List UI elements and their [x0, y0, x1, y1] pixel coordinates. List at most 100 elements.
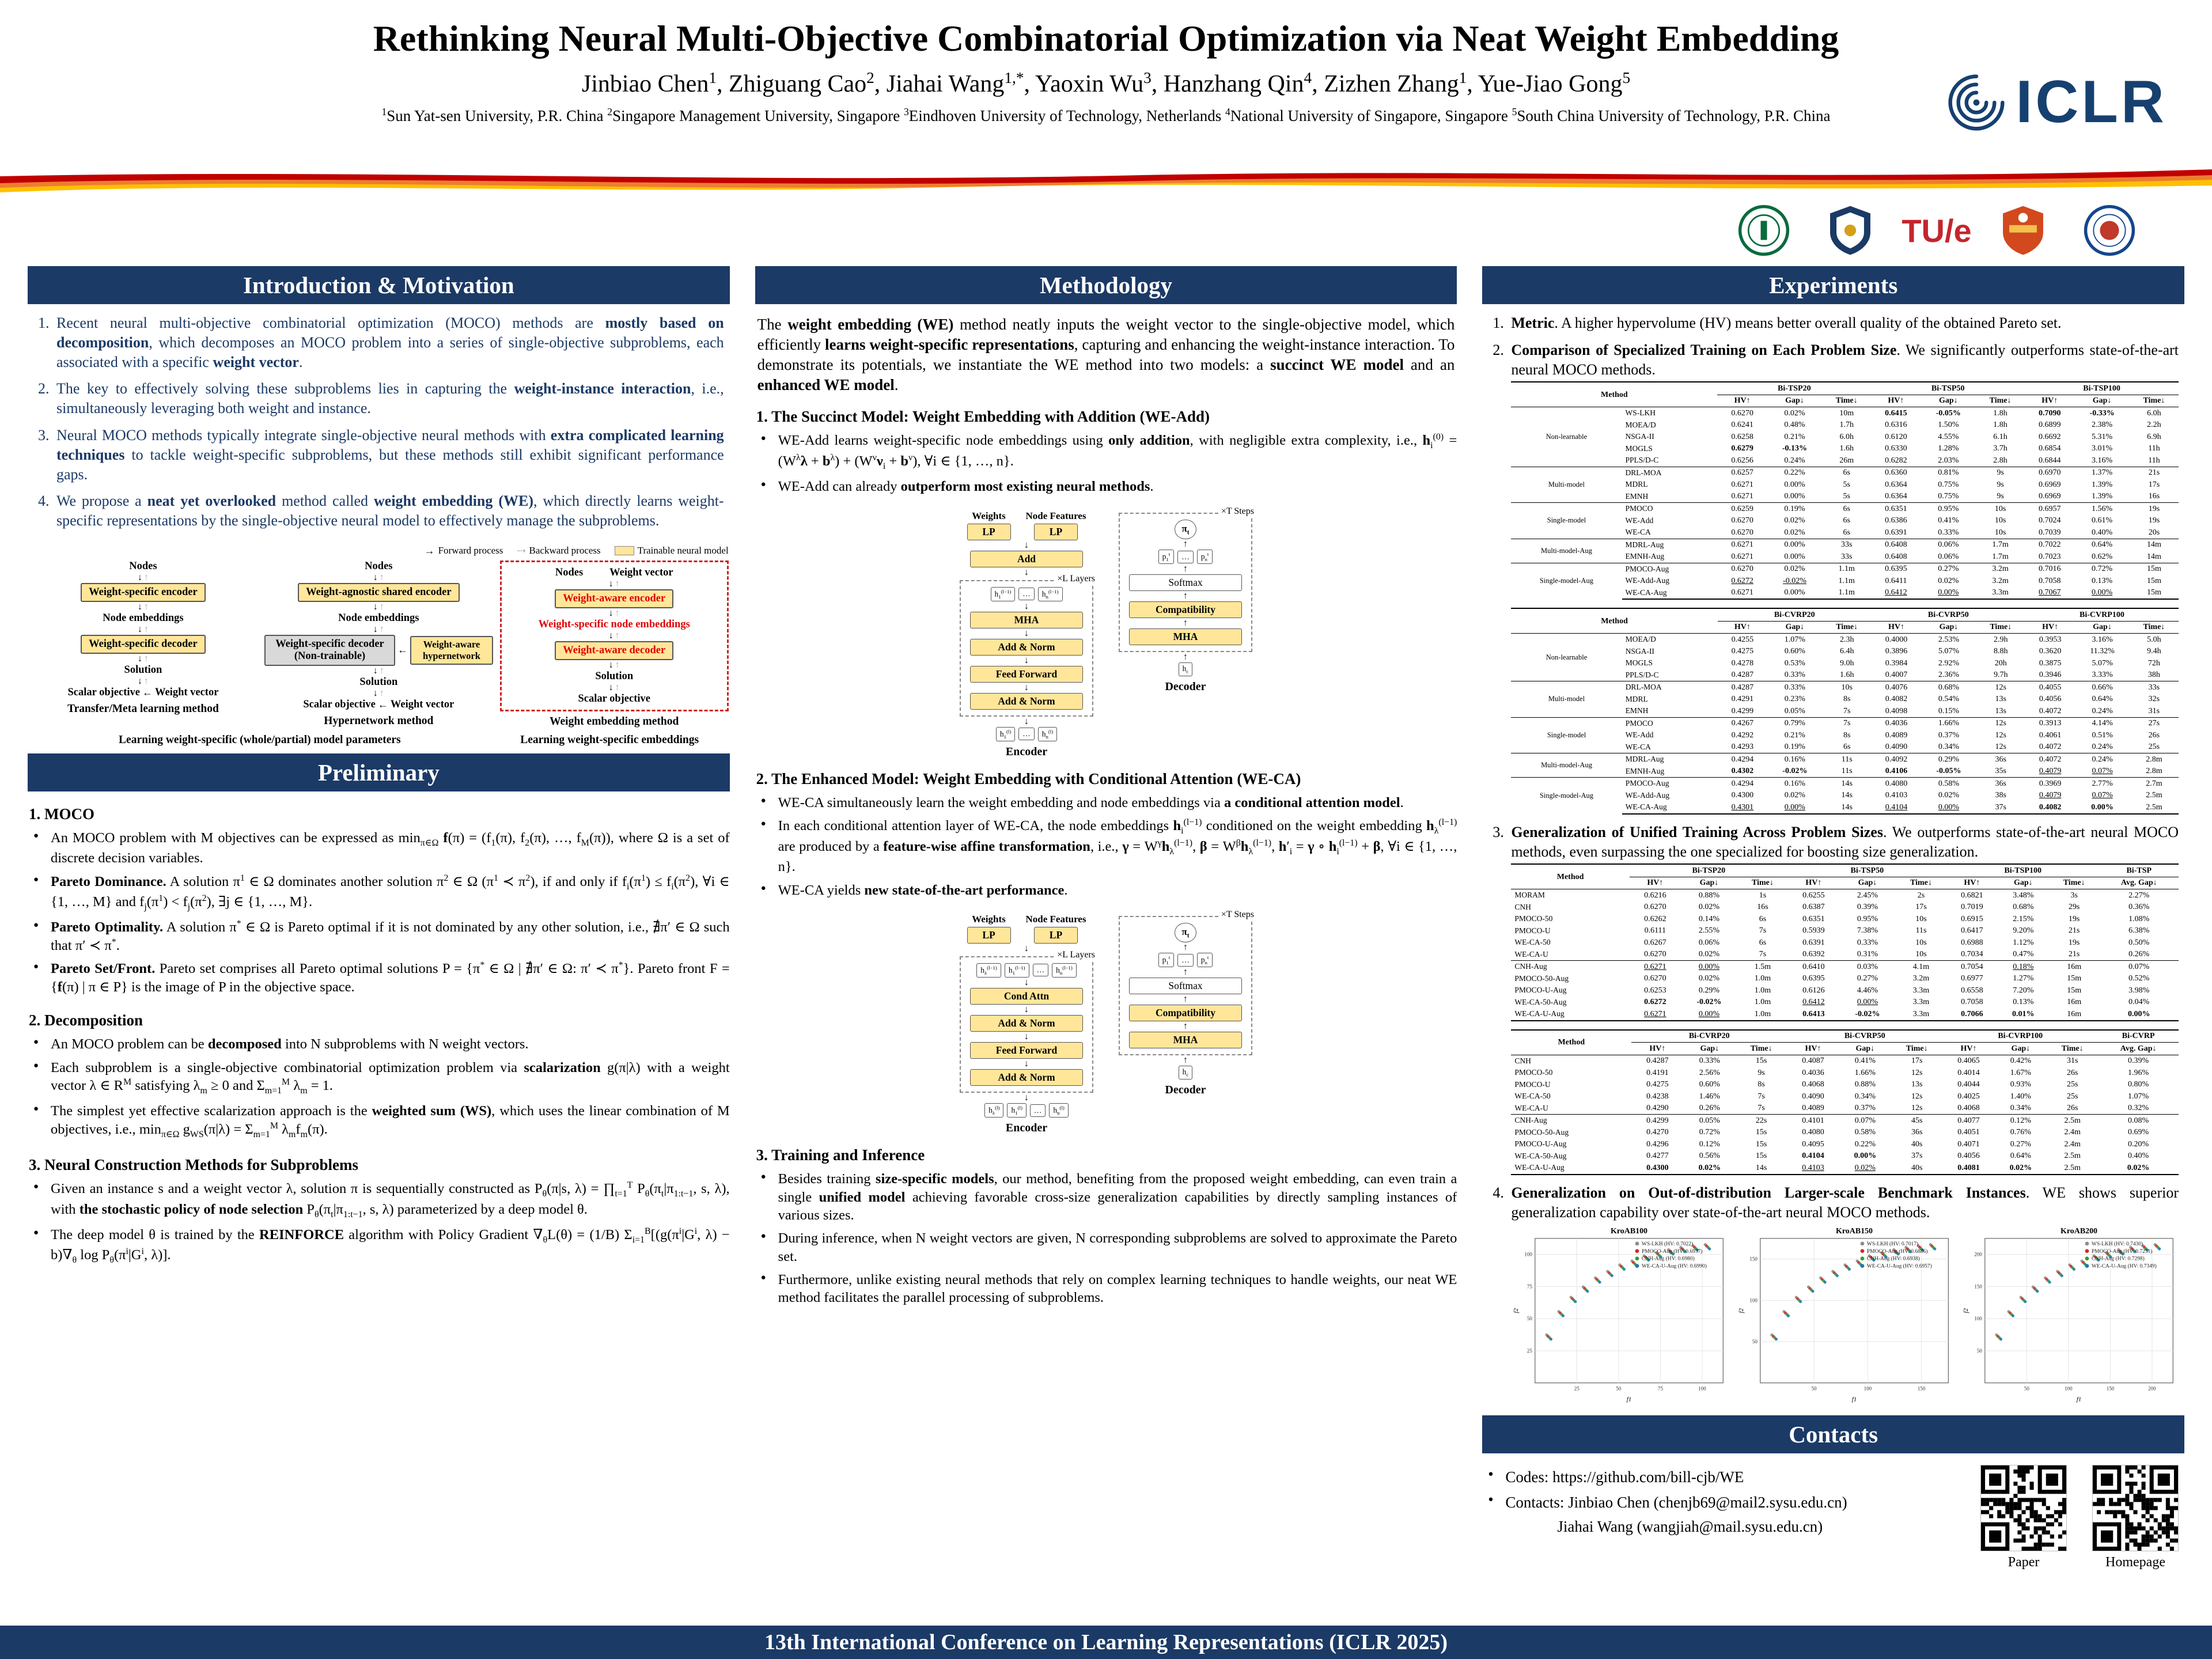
value-cell: 2.8m: [2129, 753, 2179, 766]
section-header-methodology: Methodology: [755, 266, 1457, 304]
bullet: In each conditional attention layer of W…: [755, 817, 1457, 876]
value-cell: 16s: [2148, 492, 2160, 501]
value-cell: 0.4051: [1957, 1128, 1980, 1137]
value-cell: 8s: [1843, 695, 1851, 704]
arrow-icon: ↑: [1183, 942, 1188, 953]
specialized-text: Comparison of Specialized Training on Ea…: [1511, 341, 2179, 378]
value-cell: 0.6364: [1885, 492, 1907, 501]
sub-column-header: Gap↓: [2074, 395, 2130, 408]
objective-label: Scalar objective: [67, 686, 140, 698]
bullet: The simplest yet effective scalarization…: [28, 1102, 730, 1141]
sub-column-header: Time↓: [1976, 621, 2025, 634]
decomposition-bullets: An MOCO problem can be decomposed into N…: [28, 1035, 730, 1146]
value-cell: 2.77%: [2075, 777, 2130, 790]
arch-block: Softmax: [1129, 574, 1242, 592]
value-cell: 0.6854: [2039, 444, 2061, 453]
value-cell: 3.3m: [1896, 1008, 1946, 1021]
embedding-box: h1(l−1): [1004, 963, 1029, 978]
value-cell: 1.67%: [2010, 1068, 2031, 1077]
homepage-qr-label: Homepage: [2105, 1555, 2165, 1570]
value-cell: 0.05%: [1784, 706, 1805, 715]
svg-text:100: 100: [1699, 1385, 1707, 1391]
value-cell: 0.29%: [1698, 986, 1720, 995]
bullet: Furthermore, unlike existing neural meth…: [755, 1271, 1457, 1307]
sub-column-header: Gap↓: [1767, 395, 1823, 408]
value-cell: 0.68%: [2013, 903, 2034, 912]
tue-logo: TU/e: [1902, 212, 1972, 249]
value-cell: 0.23%: [1784, 695, 1805, 704]
scut-seal-logo: [2082, 204, 2137, 257]
encoder-box: Weight-aware encoder: [555, 589, 674, 608]
value-cell: 0.02%: [1839, 1162, 1892, 1175]
value-cell: 2.7m: [2129, 777, 2179, 790]
value-cell: 0.6413: [1787, 1008, 1839, 1021]
transfer-meta-method: Nodes ↓↑ Weight-specific encoder ↓↑ Node…: [29, 560, 257, 728]
value-cell: 4.46%: [1857, 986, 1878, 995]
value-cell: 1.7m: [1976, 538, 2025, 551]
value-cell: 0.4277: [1646, 1152, 1669, 1161]
column-group-header: Bi-CVRP: [2098, 1029, 2179, 1043]
sub-column-header: Time↓: [1891, 1042, 1943, 1055]
category-cell: Non-learnable: [1546, 653, 1588, 661]
method-cell: PMOCO-Aug: [1622, 562, 1718, 575]
value-cell: 3.3m: [1912, 986, 1930, 995]
value-cell: 0.4291: [1731, 695, 1754, 704]
value-cell: 0.16%: [1767, 777, 1823, 790]
arch-block: Cond Attn: [970, 988, 1083, 1005]
sub-column-header: Time↓: [2129, 395, 2179, 408]
value-cell: 0.00%: [1784, 552, 1805, 561]
method-cell: DRL-MOA: [1622, 681, 1718, 694]
value-cell: 0.00%: [1784, 492, 1805, 501]
section-header-contacts: Contacts: [1482, 1415, 2185, 1454]
value-cell: 0.81%: [1921, 466, 1976, 479]
method-cell: MDRL: [1625, 694, 1648, 703]
value-cell: 3.01%: [2092, 444, 2113, 453]
flow-arrow-icon: ↓↑: [137, 601, 149, 612]
arch-block: MHA: [1129, 628, 1242, 646]
value-cell: 4.14%: [2075, 717, 2130, 730]
value-cell: 0.7019: [1961, 903, 1983, 912]
hypernetwork-method: Nodes ↓↑ Weight-agnostic shared encoder …: [264, 560, 493, 728]
arrow-icon: ↓: [1024, 628, 1029, 638]
method-cell: MORAM: [1514, 891, 1545, 900]
value-cell: 0.4000: [1885, 635, 1908, 644]
trainable-swatch-icon: [614, 546, 634, 556]
hypernetwork-box: Weight-aware hypernetwork: [410, 635, 493, 665]
svg-text:50: 50: [1616, 1385, 1622, 1391]
value-cell: 0.4278: [1731, 658, 1754, 668]
value-cell: 0.6386: [1885, 516, 1907, 525]
arch-block: Compatibility: [1129, 1005, 1242, 1022]
intro-point-4: We propose a neat yet overlooked method …: [53, 491, 724, 531]
section-header-introduction: Introduction & Motivation: [28, 266, 730, 304]
value-cell: 25s: [2066, 1092, 2078, 1101]
value-cell: 0.4101: [1787, 1114, 1839, 1127]
value-cell: 0.3620: [2039, 647, 2062, 656]
value-cell: 0.4255: [1731, 635, 1754, 644]
value-cell: 11s: [1915, 926, 1927, 935]
flow-arrow-icon: ↓↑: [137, 572, 149, 582]
value-cell: 0.7058: [1961, 998, 1983, 1007]
value-cell: 2.38%: [2092, 421, 2113, 430]
sub-column-header: Time↓: [2129, 621, 2179, 634]
arrow-icon: ↓: [1024, 682, 1029, 692]
sub-column-header: Gap↓: [1683, 1042, 1736, 1055]
arch-block: LP: [1033, 523, 1078, 540]
value-cell: 19s: [2068, 914, 2080, 923]
value-cell: 0.6271: [1731, 480, 1753, 489]
value-cell: 0.61%: [2092, 516, 2113, 525]
value-cell: 0.06%: [1938, 552, 1959, 561]
weights-label: Weights: [972, 913, 1006, 925]
method-cell: PPLS/D-C: [1625, 456, 1659, 465]
value-cell: 0.24%: [2092, 706, 2113, 715]
value-cell: 16m: [2048, 960, 2100, 973]
